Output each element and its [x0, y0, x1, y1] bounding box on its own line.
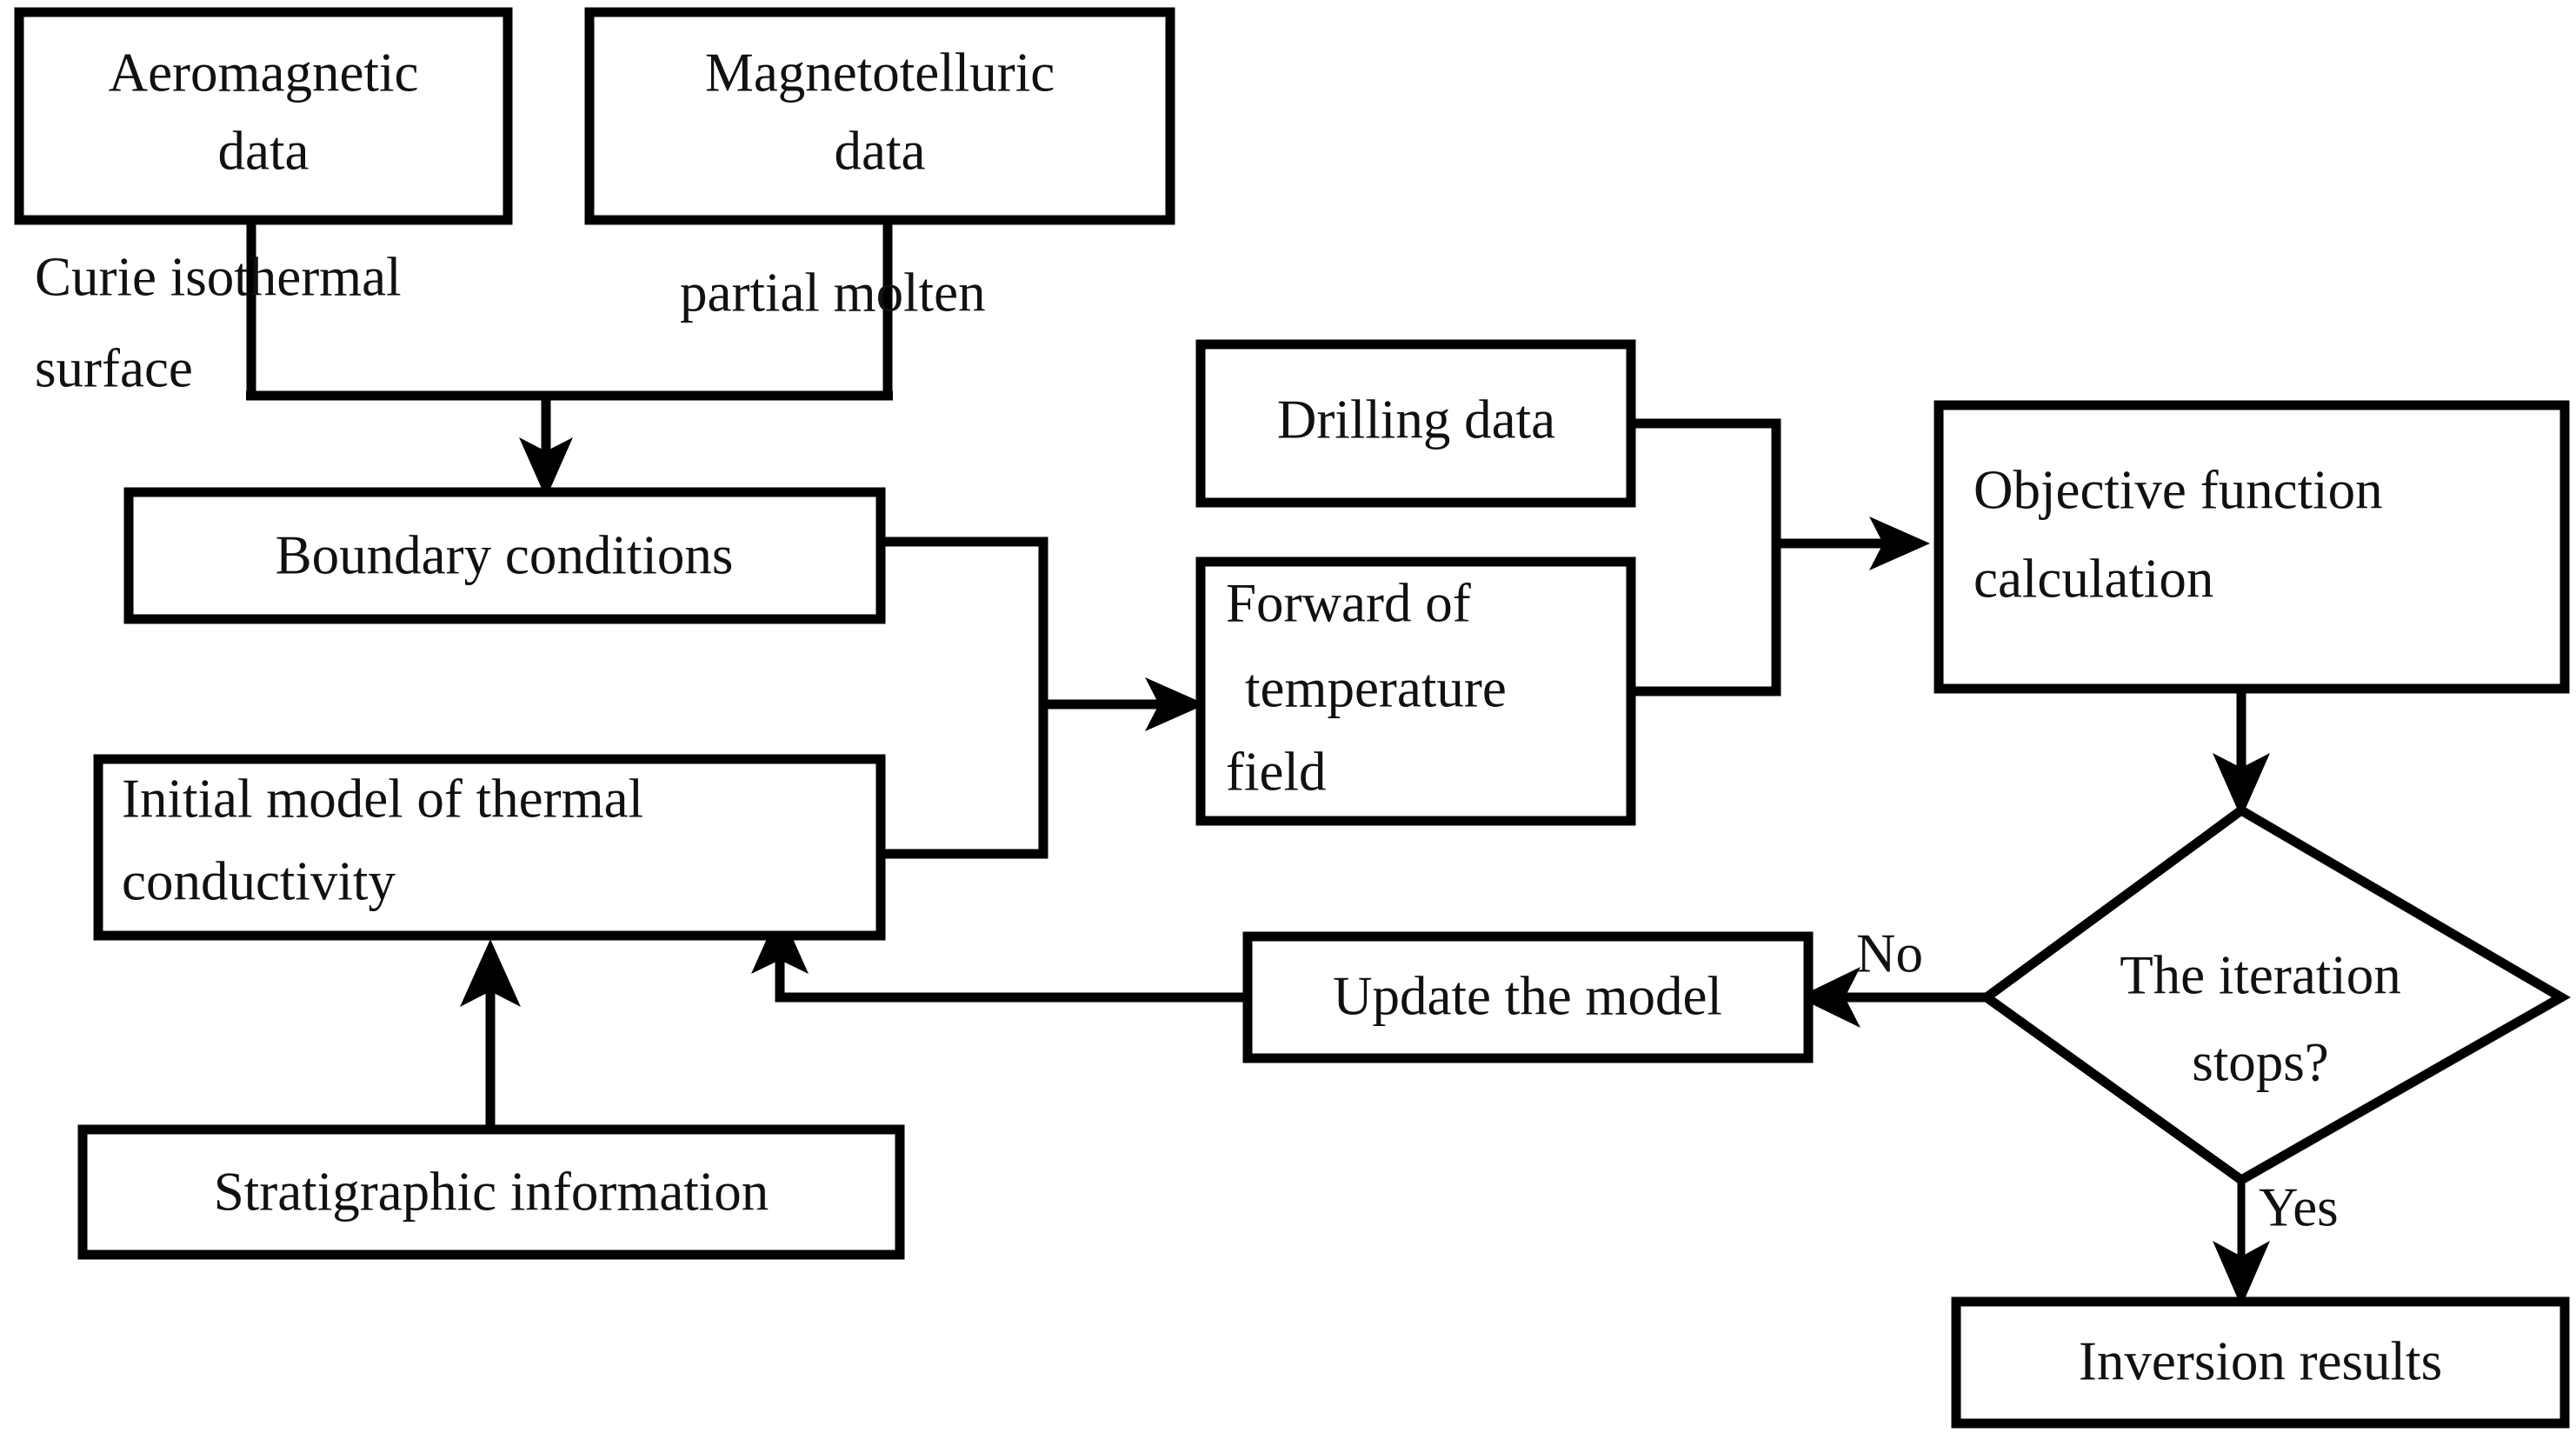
node-forward-line2: temperature	[1245, 657, 1507, 718]
node-objective-function-calculation[interactable]: Objective function calculation	[1934, 400, 2570, 694]
node-boundary-conditions-label: Boundary conditions	[276, 524, 734, 585]
node-update-the-model[interactable]: Update the model	[1242, 931, 1814, 1063]
arrowhead-to-decision	[2213, 753, 2270, 818]
node-aeromagnetic-data-line2: data	[218, 120, 310, 181]
node-drilling-data[interactable]: Drilling data	[1195, 339, 1636, 508]
arrowhead-to-update	[1798, 967, 1860, 1028]
node-objective-function-line1: Objective function	[1974, 459, 2383, 520]
edge-update-to-initialmodel	[775, 942, 1248, 1003]
edge-drilling-to-junction	[1631, 418, 1781, 543]
node-forward-temperature-field-box	[1195, 556, 1636, 826]
node-initial-model-line1: Initial model of thermal	[122, 768, 643, 829]
node-inversion-results-label: Inversion results	[2079, 1330, 2442, 1391]
node-aeromagnetic-data[interactable]: Aeromagnetic data	[14, 7, 513, 225]
arrowhead-to-boundary	[519, 437, 573, 498]
edge-label-curie-line2: surface	[35, 337, 193, 398]
node-forward-line3: field	[1226, 741, 1326, 802]
edge-label-no: No	[1856, 923, 1923, 983]
node-iteration-decision-line1: The iteration	[2120, 944, 2401, 1005]
node-forward-temperature-field[interactable]: Forward of temperature field	[1195, 556, 1636, 826]
node-drilling-data-label: Drilling data	[1277, 389, 1555, 450]
node-boundary-conditions[interactable]: Boundary conditions	[123, 487, 886, 624]
node-initial-model-line2: conductivity	[122, 850, 396, 911]
node-iteration-decision-line2: stops?	[2192, 1031, 2329, 1092]
node-inversion-results[interactable]: Inversion results	[1951, 1296, 2570, 1429]
node-boundary-conditions-box	[123, 487, 886, 624]
arrowhead-to-forward	[1145, 677, 1206, 731]
node-update-the-model-label: Update the model	[1333, 965, 1722, 1026]
node-objective-function-line2: calculation	[1974, 548, 2213, 609]
edge-label-partial-molten: partial molten	[680, 262, 986, 323]
node-initial-model-box	[93, 754, 886, 941]
node-aeromagnetic-data-box	[14, 7, 513, 225]
arrowhead-to-objective	[1869, 516, 1930, 570]
edge-label-curie-line1: Curie isothermal	[35, 246, 402, 307]
node-magnetotelluric-data-box	[584, 7, 1175, 225]
node-inversion-results-box	[1951, 1296, 2570, 1429]
arrowhead-update-to-initialmodel	[751, 910, 809, 974]
node-stratigraphic-information[interactable]: Stratigraphic information	[77, 1124, 905, 1260]
node-stratigraphic-information-box	[77, 1124, 905, 1260]
edge-boundary-to-junction	[881, 536, 1048, 704]
arrowhead-stratigraphic-to-initialmodel	[460, 939, 521, 1007]
node-magnetotelluric-data[interactable]: Magnetotelluric data	[584, 7, 1175, 225]
arrowhead-to-inversion	[2213, 1241, 2270, 1307]
edge-initialmodel-to-junction	[881, 704, 1048, 859]
edge-label-yes: Yes	[2259, 1176, 2339, 1237]
node-objective-function-calculation-box	[1934, 400, 2570, 694]
node-initial-model-thermal-conductivity[interactable]: Initial model of thermal conductivity	[93, 754, 886, 941]
node-stratigraphic-information-label: Stratigraphic information	[214, 1161, 769, 1222]
node-iteration-decision[interactable]: The iteration stops?	[1978, 804, 2571, 1186]
edge-forward-to-junction	[1631, 543, 1781, 696]
node-iteration-decision-shape	[1978, 804, 2571, 1186]
node-forward-line1: Forward of	[1226, 572, 1471, 633]
node-magnetotelluric-data-line2: data	[835, 120, 926, 181]
node-aeromagnetic-data-line1: Aeromagnetic	[109, 42, 419, 103]
node-update-the-model-box	[1242, 931, 1814, 1063]
node-magnetotelluric-data-line1: Magnetotelluric	[705, 42, 1055, 103]
node-drilling-data-box	[1195, 339, 1636, 508]
